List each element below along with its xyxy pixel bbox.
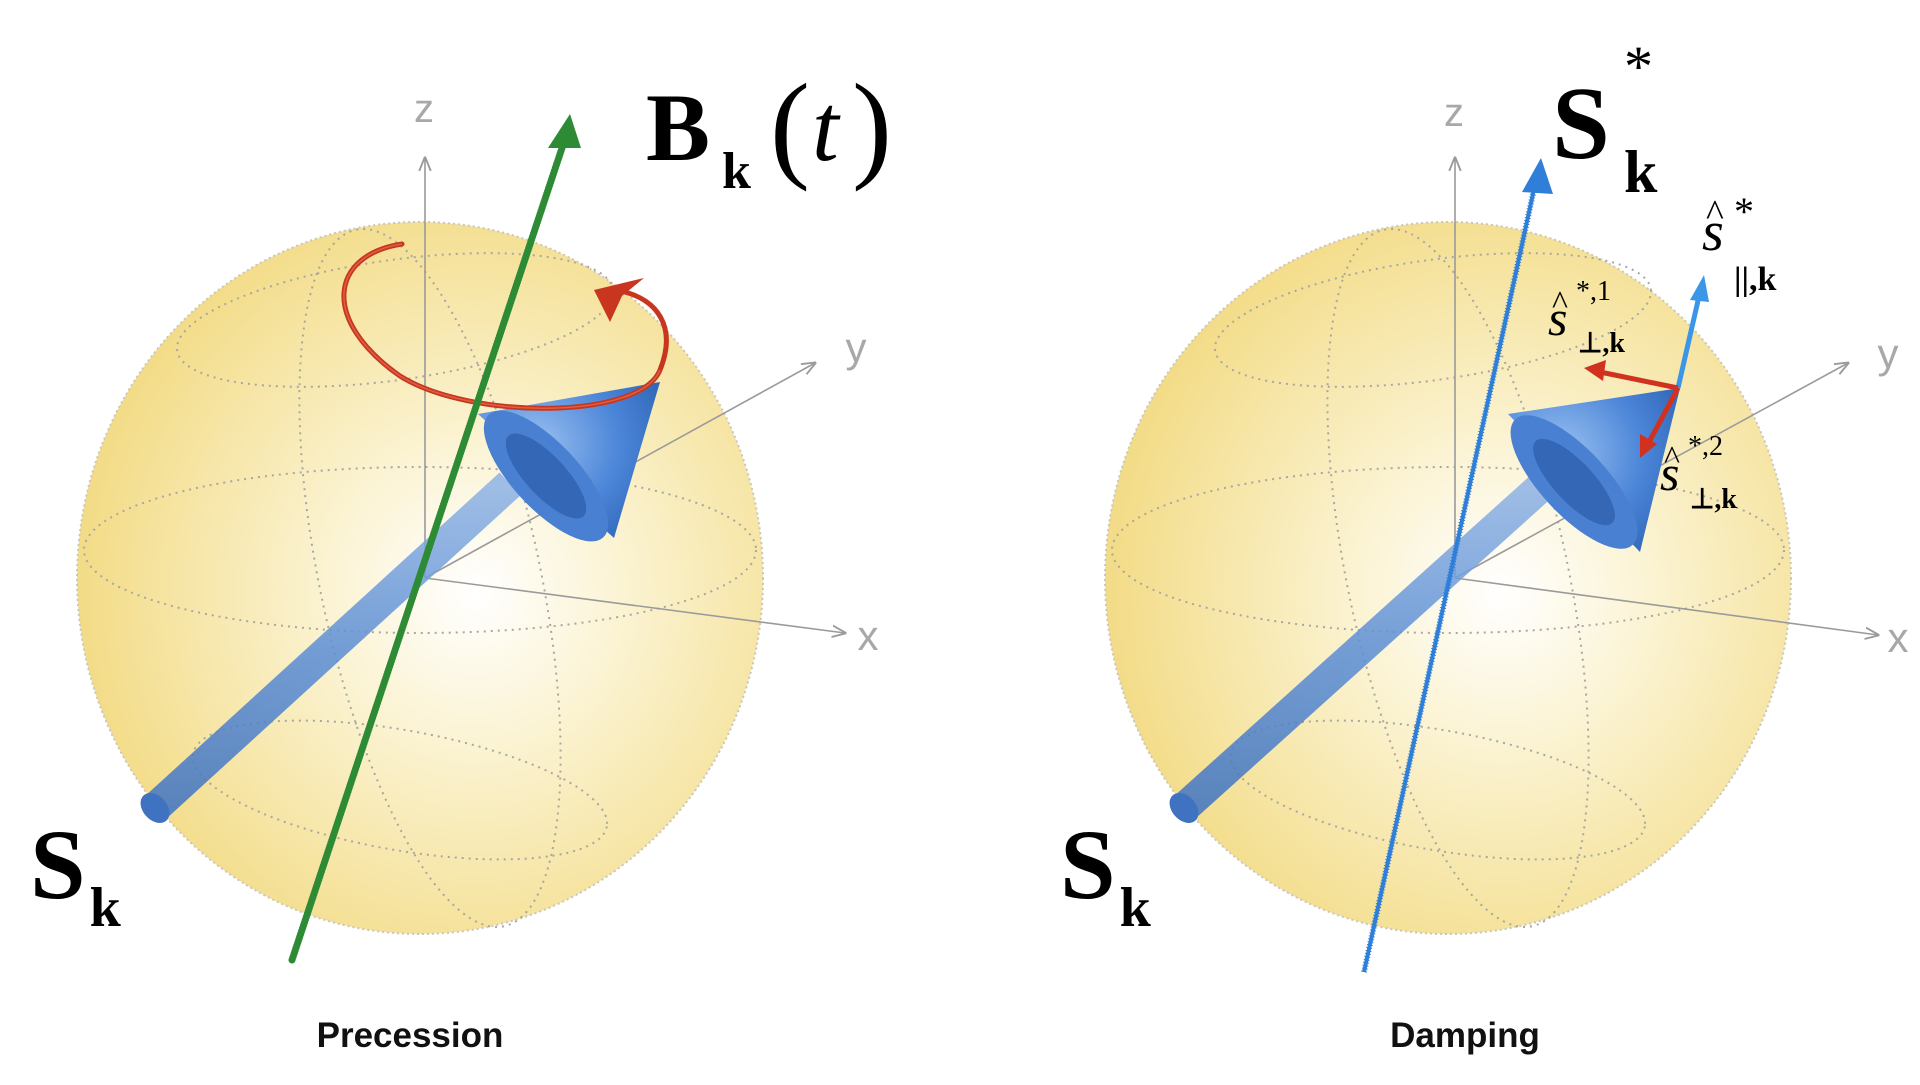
z-axis-label: z	[414, 87, 434, 131]
perp1-vector	[1599, 369, 1679, 391]
field-arrow	[288, 114, 581, 964]
svg-text:s: s	[1702, 201, 1724, 263]
x-axis	[1454, 577, 1878, 635]
svg-text:B: B	[646, 74, 710, 181]
svg-text:k: k	[722, 143, 751, 200]
perp1-label: s ^ *,1 ⊥,k	[1548, 276, 1625, 359]
svg-text:⊥,k: ⊥,k	[1690, 484, 1737, 515]
precession-panel: z y x Sk B k ( t	[30, 59, 892, 964]
x-axis	[424, 577, 845, 633]
svg-text:^: ^	[1552, 285, 1568, 322]
x-axis-label: x	[1888, 614, 1909, 661]
precession-caption: Precession	[316, 1016, 504, 1055]
parallel-label: s ^ * ||,k	[1702, 189, 1776, 298]
svg-text:S: S	[1552, 66, 1610, 181]
field-label: B k ( t )	[646, 59, 892, 200]
parallel-vector	[1675, 291, 1703, 389]
y-axis-label: y	[1878, 330, 1899, 377]
perp2-label: s ^ *,2 ⊥,k	[1660, 431, 1737, 515]
local-frame	[1584, 275, 1709, 458]
svg-text:*: *	[1624, 34, 1653, 99]
svg-text:*,1: *,1	[1576, 276, 1611, 307]
svg-text:s: s	[1548, 290, 1567, 346]
coordinate-axes: z y x	[1444, 91, 1909, 661]
svg-text:*: *	[1734, 189, 1754, 234]
svg-text:⊥,k: ⊥,k	[1578, 328, 1625, 359]
x-axis-label: x	[858, 612, 879, 659]
damping-caption: Damping	[1390, 1016, 1540, 1055]
svg-text:^: ^	[1664, 440, 1680, 477]
target-spin-label: S * k	[1552, 34, 1658, 205]
spin-label-left: Sk	[30, 809, 122, 939]
svg-text:||,k: ||,k	[1734, 261, 1776, 298]
perp2-vector	[1645, 386, 1681, 446]
svg-text:*,2: *,2	[1688, 431, 1723, 462]
svg-text:t: t	[812, 74, 841, 181]
spin-label-right: Sk	[1060, 809, 1152, 939]
sphere-grid	[1111, 228, 1785, 928]
y-axis-label: y	[846, 324, 867, 371]
spin-arrow	[1169, 388, 1680, 823]
svg-text:): )	[852, 59, 892, 192]
svg-text:s: s	[1660, 445, 1679, 501]
z-axis-label: z	[1444, 91, 1464, 135]
svg-text:^: ^	[1706, 193, 1724, 235]
svg-text:k: k	[1624, 139, 1658, 205]
target-arrow	[1361, 158, 1553, 973]
svg-text:(: (	[770, 59, 810, 192]
damping-panel: z y x Sk S	[1060, 34, 1909, 973]
spin-arrow	[140, 382, 660, 823]
precession-loop	[341, 241, 669, 411]
